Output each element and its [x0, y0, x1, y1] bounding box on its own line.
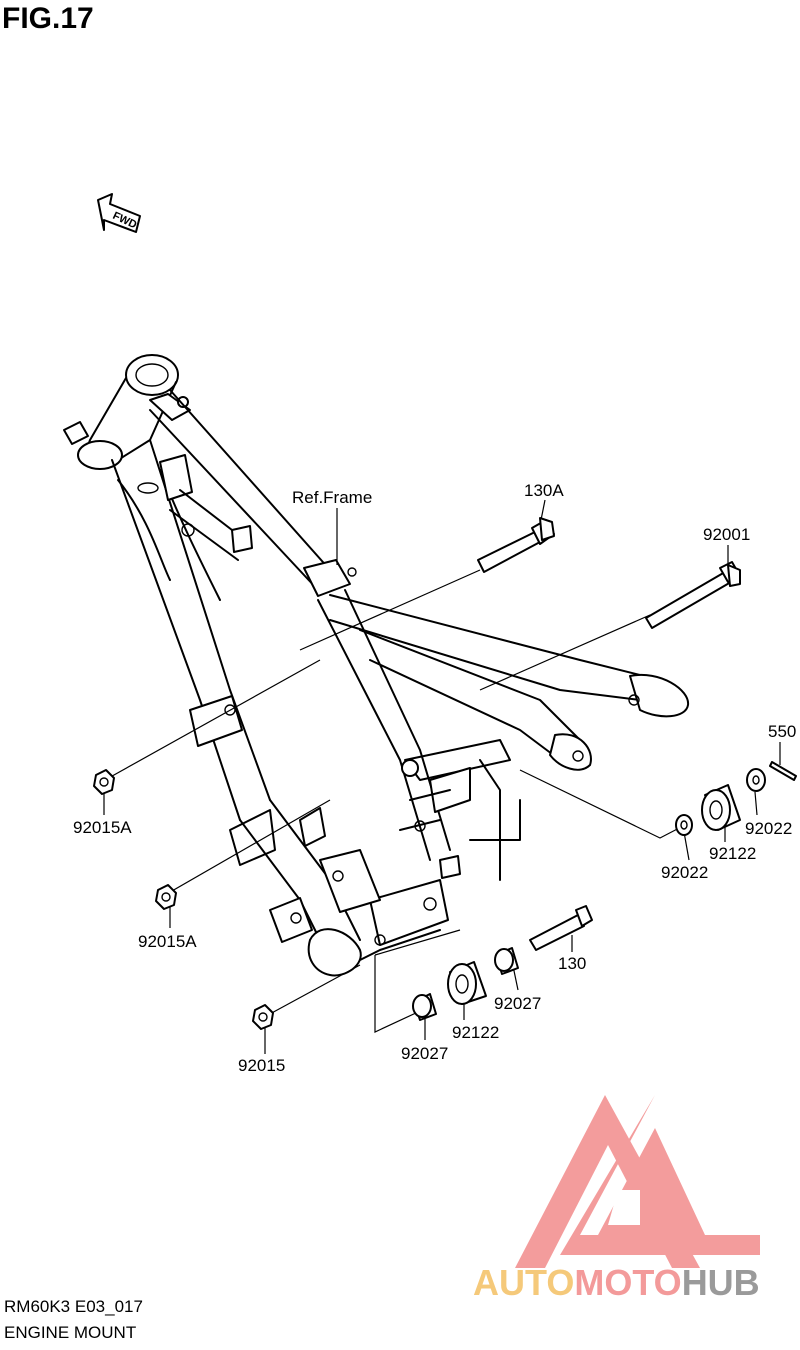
- diagram-name: ENGINE MOUNT: [4, 1323, 137, 1342]
- callout-92122-right: 92122: [709, 844, 756, 863]
- collar-92027-lower: [412, 993, 437, 1021]
- bushing-92122-right: [701, 784, 741, 831]
- callout-92015a-upper: 92015A: [73, 818, 132, 837]
- cotter-pin-550: [769, 761, 797, 781]
- watermark-wordmark: AUTOMOTOHUB: [473, 1262, 760, 1304]
- washer-92022-left: [675, 814, 693, 836]
- bolt-130a: [477, 517, 555, 573]
- fwd-arrow-icon: FWD: [97, 193, 141, 233]
- bolt-92001: [645, 561, 741, 629]
- callout-92022-right: 92022: [745, 819, 792, 838]
- callout-ref-frame: Ref.Frame: [292, 488, 372, 507]
- callout-130: 130: [558, 954, 586, 973]
- watermark-moto: MOTO: [574, 1262, 682, 1303]
- collar-92027-upper: [494, 947, 519, 975]
- callout-labels: Ref.Frame 130A 92001 550 92015A 92022 92…: [73, 481, 796, 1075]
- callout-550: 550: [768, 722, 796, 741]
- callout-92022-left: 92022: [661, 863, 708, 882]
- callout-130a: 130A: [524, 481, 564, 500]
- callout-92015: 92015: [238, 1056, 285, 1075]
- watermark-auto: AUTO: [473, 1262, 575, 1303]
- washer-92022-right: [746, 768, 766, 792]
- nut-92015a-lower: [155, 884, 177, 910]
- diagram-code: RM60K3 E03_017: [4, 1297, 143, 1316]
- watermark-hub: HUB: [681, 1262, 760, 1303]
- callout-92027-lower: 92027: [401, 1044, 448, 1063]
- figure-title: FIG.17: [2, 2, 94, 35]
- frame-drawing: [63, 354, 690, 977]
- bolt-130: [529, 905, 593, 951]
- bushing-92122-lower: [447, 961, 487, 1005]
- nut-92015a-upper: [93, 769, 115, 795]
- watermark-logo-icon: [515, 1095, 760, 1268]
- callout-92027-upper: 92027: [494, 994, 541, 1013]
- callout-92001: 92001: [703, 525, 750, 544]
- callout-92122-lower: 92122: [452, 1023, 499, 1042]
- nut-92015: [252, 1004, 274, 1030]
- callout-92015a-lower: 92015A: [138, 932, 197, 951]
